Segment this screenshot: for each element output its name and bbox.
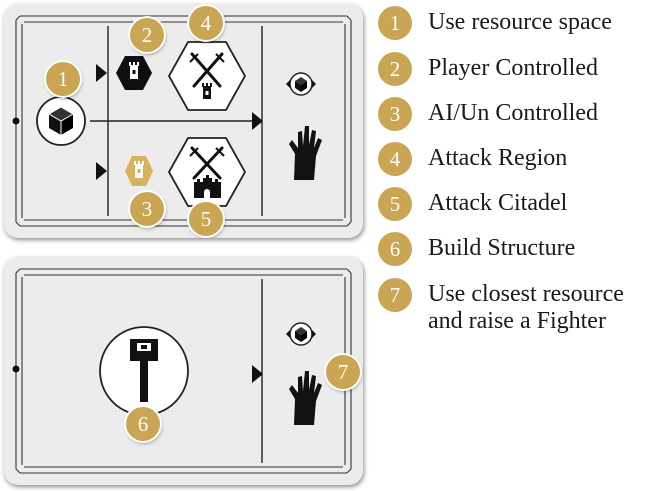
step-badge-2: 2: [130, 18, 164, 52]
cube-arrows-icon: [286, 72, 316, 96]
legend-label: Build Structure: [428, 235, 576, 261]
arrow-right-icon: [96, 162, 107, 180]
arrow-right-icon: [252, 365, 263, 383]
side-dot: [12, 365, 20, 373]
frame-corners: [15, 15, 352, 227]
legend-number: 5: [378, 187, 412, 221]
frame-inner: [21, 274, 346, 468]
cube-arrows-icon: [286, 322, 316, 346]
frame-inner: [21, 21, 346, 221]
crossed-swords-castle-icon: [167, 137, 247, 207]
legend-label: Attack Region: [428, 145, 568, 171]
legend-label: Use closest resource: [428, 281, 624, 307]
arrow-right-icon: [252, 112, 263, 130]
bottom-action-card: 6 7: [4, 257, 363, 485]
black-hex-tower-icon: [116, 56, 152, 90]
rising-hand-icon: [289, 371, 322, 425]
legend-number: 3: [378, 97, 412, 131]
step-badge-5: 5: [189, 202, 223, 236]
cube-icon: [48, 106, 74, 135]
gold-hex-tower-icon: [125, 156, 153, 186]
step-badge-4: 4: [189, 6, 223, 40]
crossed-swords-tower-icon: [167, 41, 247, 111]
step-badge-6: 6: [126, 407, 160, 441]
legend-number: 2: [378, 52, 412, 86]
frame-corners: [15, 268, 352, 474]
legend-number: 6: [378, 232, 412, 266]
legend-label: AI/Un Controlled: [428, 100, 598, 126]
legend-number: 4: [378, 142, 412, 176]
legend-label: Use resource space: [428, 9, 612, 35]
step-badge-3: 3: [130, 192, 164, 226]
legend-label: Player Controlled: [428, 55, 598, 81]
arrow-right-icon: [96, 64, 107, 82]
step-badge-1: 1: [46, 62, 80, 96]
legend-number: 7: [378, 278, 412, 312]
rising-hand-icon: [289, 126, 322, 180]
legend-number: 1: [378, 6, 412, 40]
resource-space-icon: [36, 96, 86, 146]
top-action-card: 1 2 3 4 5: [4, 4, 363, 238]
side-dot: [12, 117, 20, 125]
legend-label: Attack Citadel: [428, 190, 568, 216]
legend-label-line2: and raise a Fighter: [428, 308, 606, 334]
step-badge-7: 7: [326, 355, 360, 389]
hammer-icon: [99, 326, 189, 416]
